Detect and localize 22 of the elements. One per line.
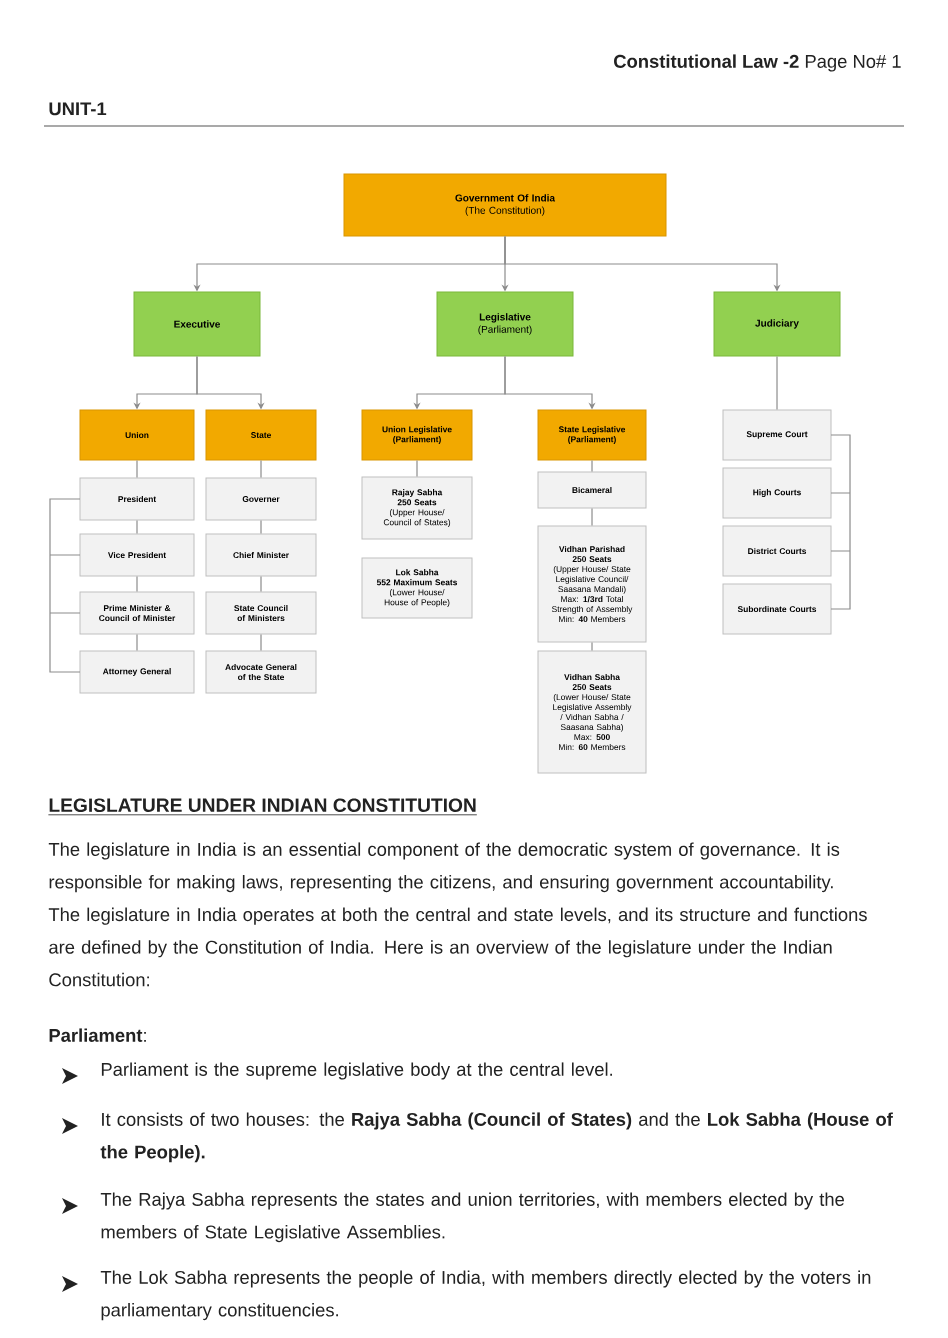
- connector: [136, 633, 138, 652]
- paragraph: The legislature in India is an essential component of the democratic system of governance. It is responsible for making laws, representing the citizens, and ensuring government accountability. The legislature in India operates at both the central and state levels, and its structure and functions are defined by the Constitution of India. Here is an overview of the legislature under the Indian Constitution:: [48, 842, 867, 987]
- bullet-text: The Rajya Sabha represents the states and union territories, with members elected by the members of State Legislative Assemblies.: [100, 1192, 844, 1243]
- bullet-text: Parliament is the supreme legislative body at the central level.: [101, 1062, 612, 1080]
- bullet-text: The Lok Sabha represents the people of India, with members directly elected by the voters in parliamentary constituencies.: [100, 1270, 871, 1321]
- paragraph: Parliament:: [49, 1028, 146, 1042]
- connector: [260, 633, 262, 652]
- connector: [591, 641, 593, 652]
- connector: [416, 459, 418, 478]
- page-header: Constitutional Law -2 Page No# 1: [614, 54, 901, 72]
- connector: [260, 575, 262, 593]
- section-heading: LEGISLATURE UNDER INDIAN CONSTITUTION: [48, 798, 478, 816]
- connector: [591, 459, 593, 473]
- bullet-text: It consists of two houses: the Rajya Sabha (Council of States) and the Lok Sabha (House of the People).: [100, 1112, 893, 1163]
- connector: [136, 459, 138, 479]
- connector: [136, 575, 138, 593]
- connector: [591, 507, 593, 527]
- connector: [136, 519, 138, 535]
- connector: [260, 459, 262, 479]
- unit-heading: UNIT-1: [49, 102, 107, 116]
- connector: [260, 519, 262, 535]
- connector: [776, 355, 778, 411]
